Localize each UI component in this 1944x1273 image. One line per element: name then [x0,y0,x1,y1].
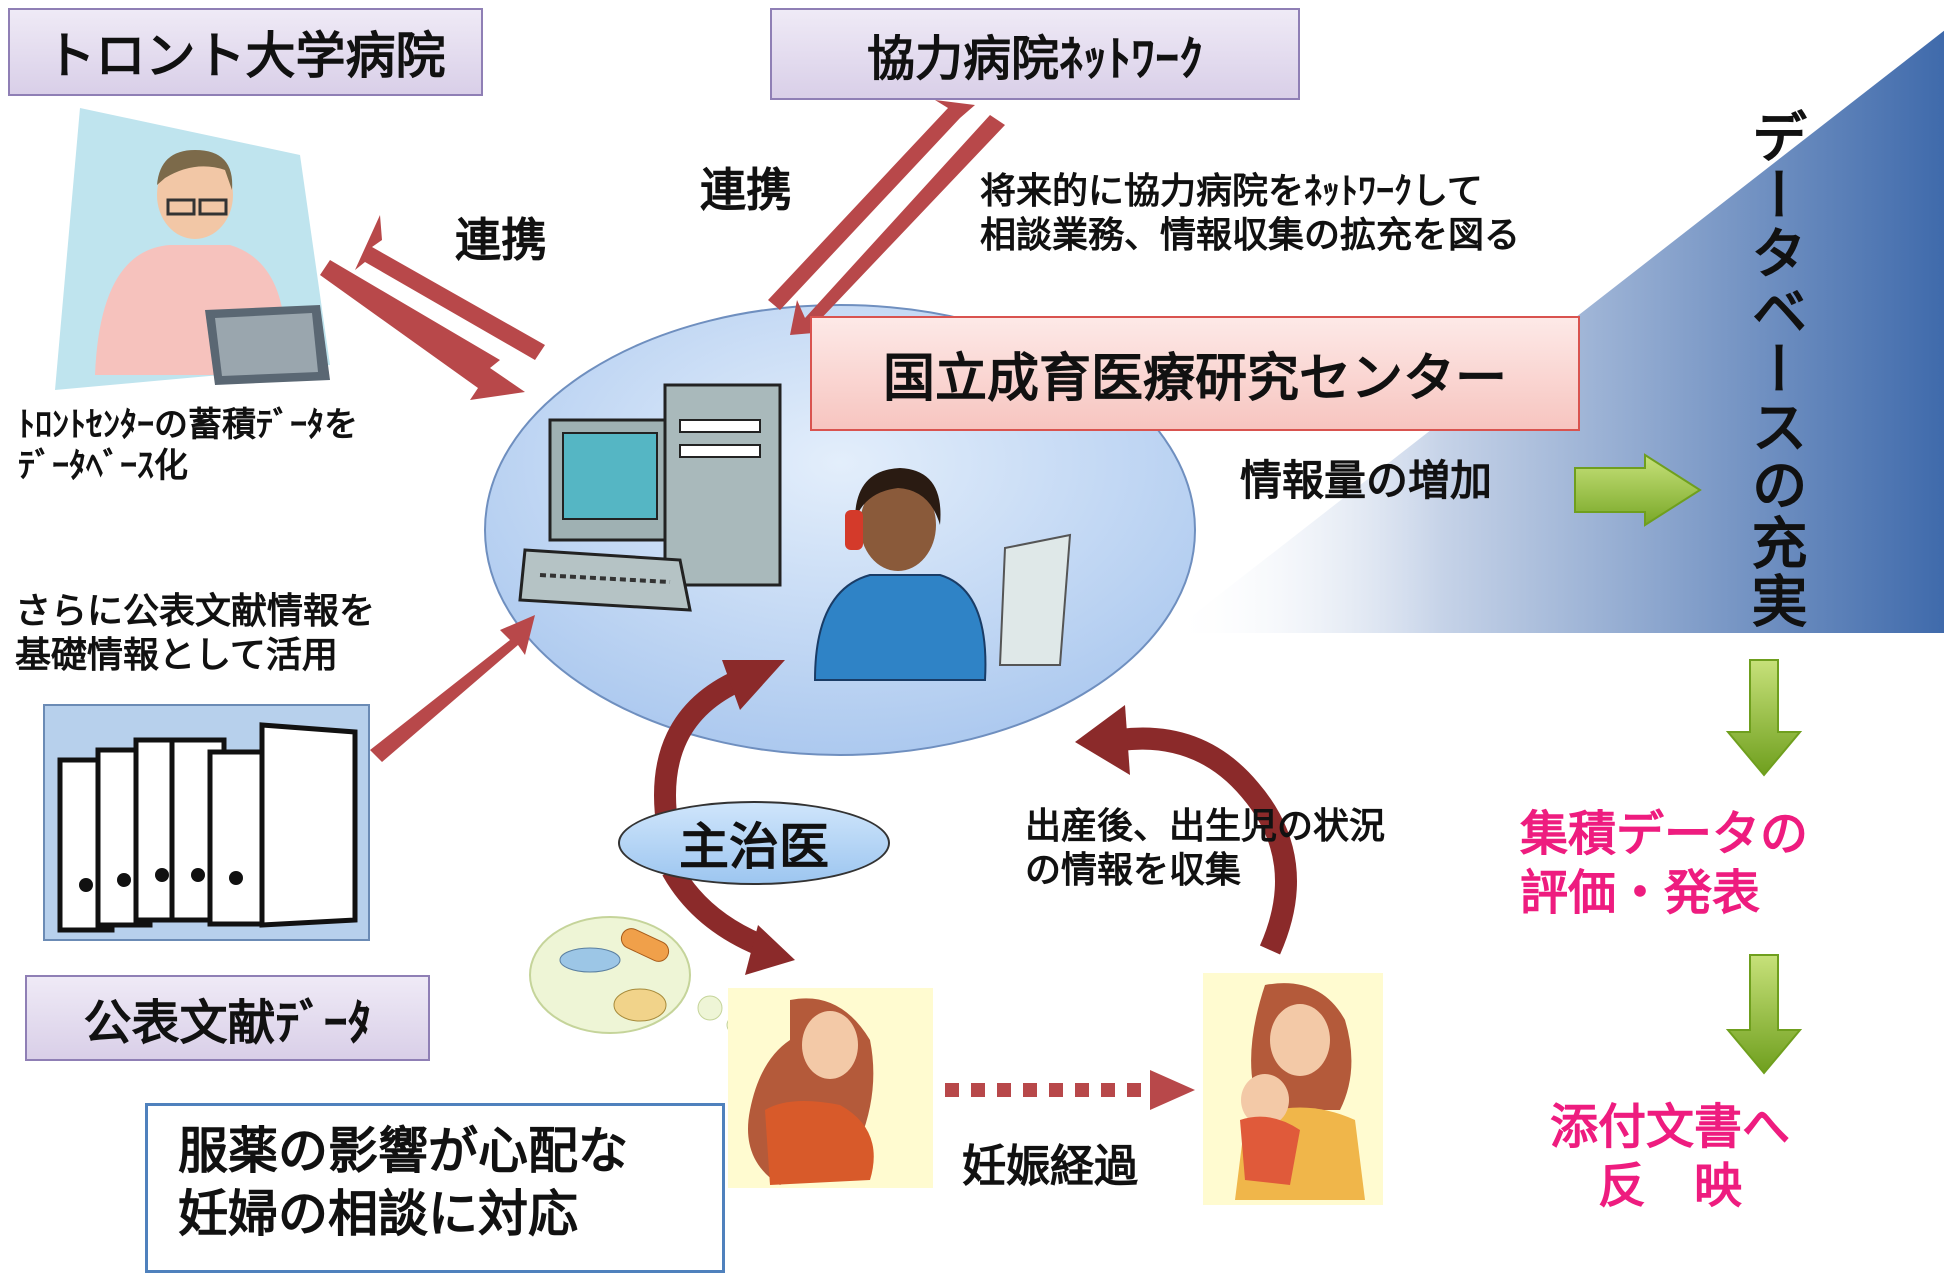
network-link-arrows [768,100,1005,335]
postbirth-text: 出産後、出生児の状況 の情報を収集 [1025,805,1385,893]
renkei-left-text: 連携 [455,213,547,267]
database-text: データベースの充実 [1742,108,1807,630]
future-plan-line2: 相談業務、情報収集の拡充を図る [980,214,1521,256]
network-label: 協力病院ﾈｯﾄﾜｰｸ [770,8,1300,100]
toronto-hospital-label: トロント大学病院 [8,8,483,96]
reflect-line1: 添付文書へ [1549,1099,1790,1155]
toronto-link-arrows [320,215,545,400]
toronto-db-line1: ﾄﾛﾝﾄｾﾝﾀｰの蓄積ﾃﾞｰﾀを [18,405,358,445]
consultation-box: 服薬の影響が心配な 妊婦の相談に対応 [145,1103,725,1273]
info-increase-text: 情報量の増加 [1240,456,1493,505]
postbirth-line2: の情報を収集 [1025,849,1242,891]
reflect-line2: 反 映 [1597,1157,1742,1214]
postbirth-line1: 出産後、出生児の状況 [1025,806,1386,847]
pregnant-woman-icon [728,988,933,1188]
down-arrow-2 [1725,954,1803,1075]
evaluation-line2: 評価・発表 [1520,864,1761,921]
binders-icon [43,704,370,941]
pregnancy-progress-arrow [945,1070,1195,1110]
mother-with-baby-icon [1203,973,1383,1205]
consult-line2: 妊婦の相談に対応 [178,1184,578,1243]
consult-line1: 服薬の影響が心配な [178,1122,628,1180]
doctor-label: 主治医 [618,801,890,885]
info-increase-arrow [1574,453,1702,527]
evaluation-line1: 集積データの [1520,806,1809,862]
toronto-db-line2: ﾃﾞｰﾀﾍﾞｰｽ化 [18,446,188,487]
doctor-loop-arrows [654,660,1297,975]
center-name-box: 国立成育医療研究センター [810,316,1580,431]
future-plan-line1: 将来的に協力病院をﾈｯﾄﾜｰｸして [980,171,1483,212]
man-at-computer-icon [55,108,330,390]
public-data-label: 公表文献ﾃﾞｰﾀ [25,975,430,1061]
desktop-computer-icon [518,383,782,612]
evaluation-text: 集積データの 評価・発表 [1520,805,1808,922]
down-arrow-1 [1725,659,1803,777]
literature-arrow [370,615,535,762]
pills-thought-bubble-icon [529,916,758,1039]
literature-line2: 基礎情報として活用 [15,634,338,676]
reflect-text: 添付文書へ 反 映 [1520,1098,1820,1215]
literature-text: さらに公表文献情報を 基礎情報として活用 [15,590,375,678]
renkei-top-text: 連携 [700,163,792,217]
toronto-db-text: ﾄﾛﾝﾄｾﾝﾀｰの蓄積ﾃﾞｰﾀを ﾃﾞｰﾀﾍﾞｰｽ化 [18,405,358,488]
pregnancy-text: 妊娠経過 [962,1141,1138,1192]
literature-line1: さらに公表文献情報を [15,591,376,632]
future-plan-text: 将来的に協力病院をﾈｯﾄﾜｰｸして 相談業務、情報収集の拡充を図る [980,170,1520,258]
woman-on-phone-icon [813,468,1072,681]
